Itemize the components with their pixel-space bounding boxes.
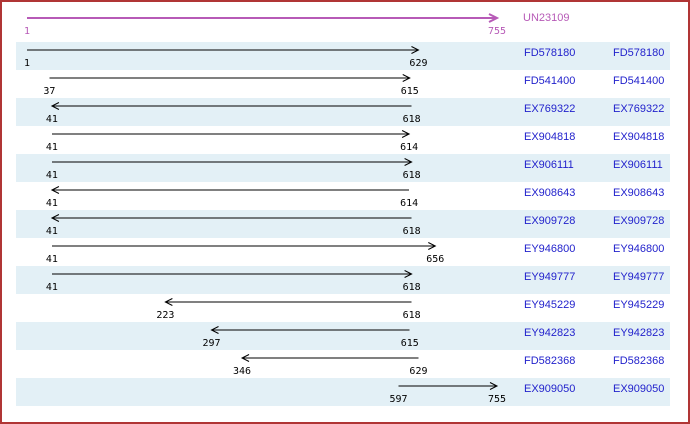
alignment-start-coord: 223 xyxy=(156,310,175,321)
alignment-start-coord: 346 xyxy=(233,366,252,377)
alignment-arrow xyxy=(164,298,412,306)
accession-link[interactable]: EY949777 xyxy=(524,271,576,283)
accession-link[interactable]: EX908643 xyxy=(524,187,576,199)
alignment-start-coord: 41 xyxy=(45,282,58,293)
reference-end-coord: 755 xyxy=(487,26,507,37)
accession-link[interactable]: EX769322 xyxy=(524,103,576,115)
alignment-start-coord: 41 xyxy=(45,170,58,181)
accession-link[interactable]: EX909050 xyxy=(524,383,576,395)
alignment-row: 41 618 EY949777 EY949777 xyxy=(16,266,670,294)
alignment-end-coord: 614 xyxy=(400,142,419,153)
alignment-arrow xyxy=(27,46,420,54)
alignment-end-coord: 618 xyxy=(402,114,421,125)
accession-link[interactable]: FD582368 xyxy=(524,355,576,367)
accession-link-secondary[interactable]: EX906111 xyxy=(613,159,663,171)
accession-link-secondary[interactable]: EX904818 xyxy=(613,131,665,143)
alignment-start-coord: 41 xyxy=(45,142,58,153)
alignment-end-coord: 656 xyxy=(426,254,445,265)
alignment-arrow xyxy=(50,214,412,222)
alignment-end-coord: 618 xyxy=(402,170,421,181)
alignment-arrow xyxy=(50,186,410,194)
alignment-start-coord: 597 xyxy=(389,394,408,405)
accession-link[interactable]: EX904818 xyxy=(524,131,576,143)
alignment-row: 223 618 EY945229 EY945229 xyxy=(16,294,670,322)
alignment-start-coord: 41 xyxy=(45,114,58,125)
accession-link-secondary[interactable]: EY945229 xyxy=(613,299,665,311)
alignment-arrow xyxy=(210,326,410,334)
accession-link[interactable]: FD578180 xyxy=(524,47,576,59)
alignment-start-coord: 297 xyxy=(202,338,221,349)
alignment-arrow xyxy=(398,382,499,390)
alignment-end-coord: 618 xyxy=(402,310,421,321)
reference-arrow xyxy=(27,13,500,23)
accession-link[interactable]: EY945229 xyxy=(524,299,576,311)
alignment-arrow xyxy=(51,158,413,166)
alignment-arrow xyxy=(240,354,419,362)
accession-link-secondary[interactable]: FD582368 xyxy=(613,355,665,367)
alignment-row: 346 629 FD582368 FD582368 xyxy=(16,350,670,378)
accession-link-secondary[interactable]: FD541400 xyxy=(613,75,665,87)
alignment-row: 41 614 EX904818 EX904818 xyxy=(16,126,670,154)
reference-start-coord: 1 xyxy=(23,26,31,37)
alignment-end-coord: 629 xyxy=(409,366,428,377)
alignment-row: 597 755 EX909050 EX909050 xyxy=(16,378,670,406)
reference-name: UN23109 xyxy=(523,12,570,24)
accession-link-secondary[interactable]: EX908643 xyxy=(613,187,665,199)
alignment-end-coord: 755 xyxy=(487,394,507,405)
alignment-start-coord: 37 xyxy=(43,86,56,97)
alignment-row: 297 615 EY942823 EY942823 xyxy=(16,322,670,350)
alignment-start-coord: 41 xyxy=(45,226,58,237)
alignment-start-coord: 41 xyxy=(45,254,58,265)
accession-link-secondary[interactable]: EX769322 xyxy=(613,103,665,115)
alignment-arrow xyxy=(51,242,437,250)
alignment-row: 41 656 EY946800 EY946800 xyxy=(16,238,670,266)
accession-link-secondary[interactable]: EY949777 xyxy=(613,271,665,283)
accession-link-secondary[interactable]: EX909728 xyxy=(613,215,665,227)
accession-link-secondary[interactable]: EX909050 xyxy=(613,383,665,395)
accession-link-secondary[interactable]: FD578180 xyxy=(613,47,665,59)
accession-link[interactable]: EX906111 xyxy=(524,159,574,171)
alignment-row: 41 618 EX906111 EX906111 xyxy=(16,154,670,182)
alignment-arrow xyxy=(49,74,411,82)
alignment-end-coord: 615 xyxy=(400,338,419,349)
alignment-end-coord: 629 xyxy=(409,58,428,69)
alignment-arrow xyxy=(51,270,413,278)
accession-link[interactable]: EX909728 xyxy=(524,215,576,227)
alignment-start-coord: 1 xyxy=(23,58,31,69)
alignment-row: 37 615 FD541400 FD541400 xyxy=(16,70,670,98)
accession-link[interactable]: FD541400 xyxy=(524,75,576,87)
alignment-start-coord: 41 xyxy=(45,198,58,209)
alignment-end-coord: 614 xyxy=(400,198,419,209)
accession-link[interactable]: EY942823 xyxy=(524,327,576,339)
accession-link-secondary[interactable]: EY942823 xyxy=(613,327,665,339)
alignment-end-coord: 618 xyxy=(402,282,421,293)
alignment-arrow xyxy=(50,102,412,110)
alignment-row: 41 618 EX909728 EX909728 xyxy=(16,210,670,238)
alignment-end-coord: 615 xyxy=(400,86,419,97)
accession-link-secondary[interactable]: EY946800 xyxy=(613,243,665,255)
alignment-row: 41 614 EX908643 EX908643 xyxy=(16,182,670,210)
alignment-arrow xyxy=(51,130,411,138)
accession-link[interactable]: EY946800 xyxy=(524,243,576,255)
alignment-row: 1 629 FD578180 FD578180 xyxy=(16,42,670,70)
alignment-end-coord: 618 xyxy=(402,226,421,237)
alignment-row: 41 618 EX769322 EX769322 xyxy=(16,98,670,126)
reference-track: 1 755 UN23109 xyxy=(2,2,688,42)
